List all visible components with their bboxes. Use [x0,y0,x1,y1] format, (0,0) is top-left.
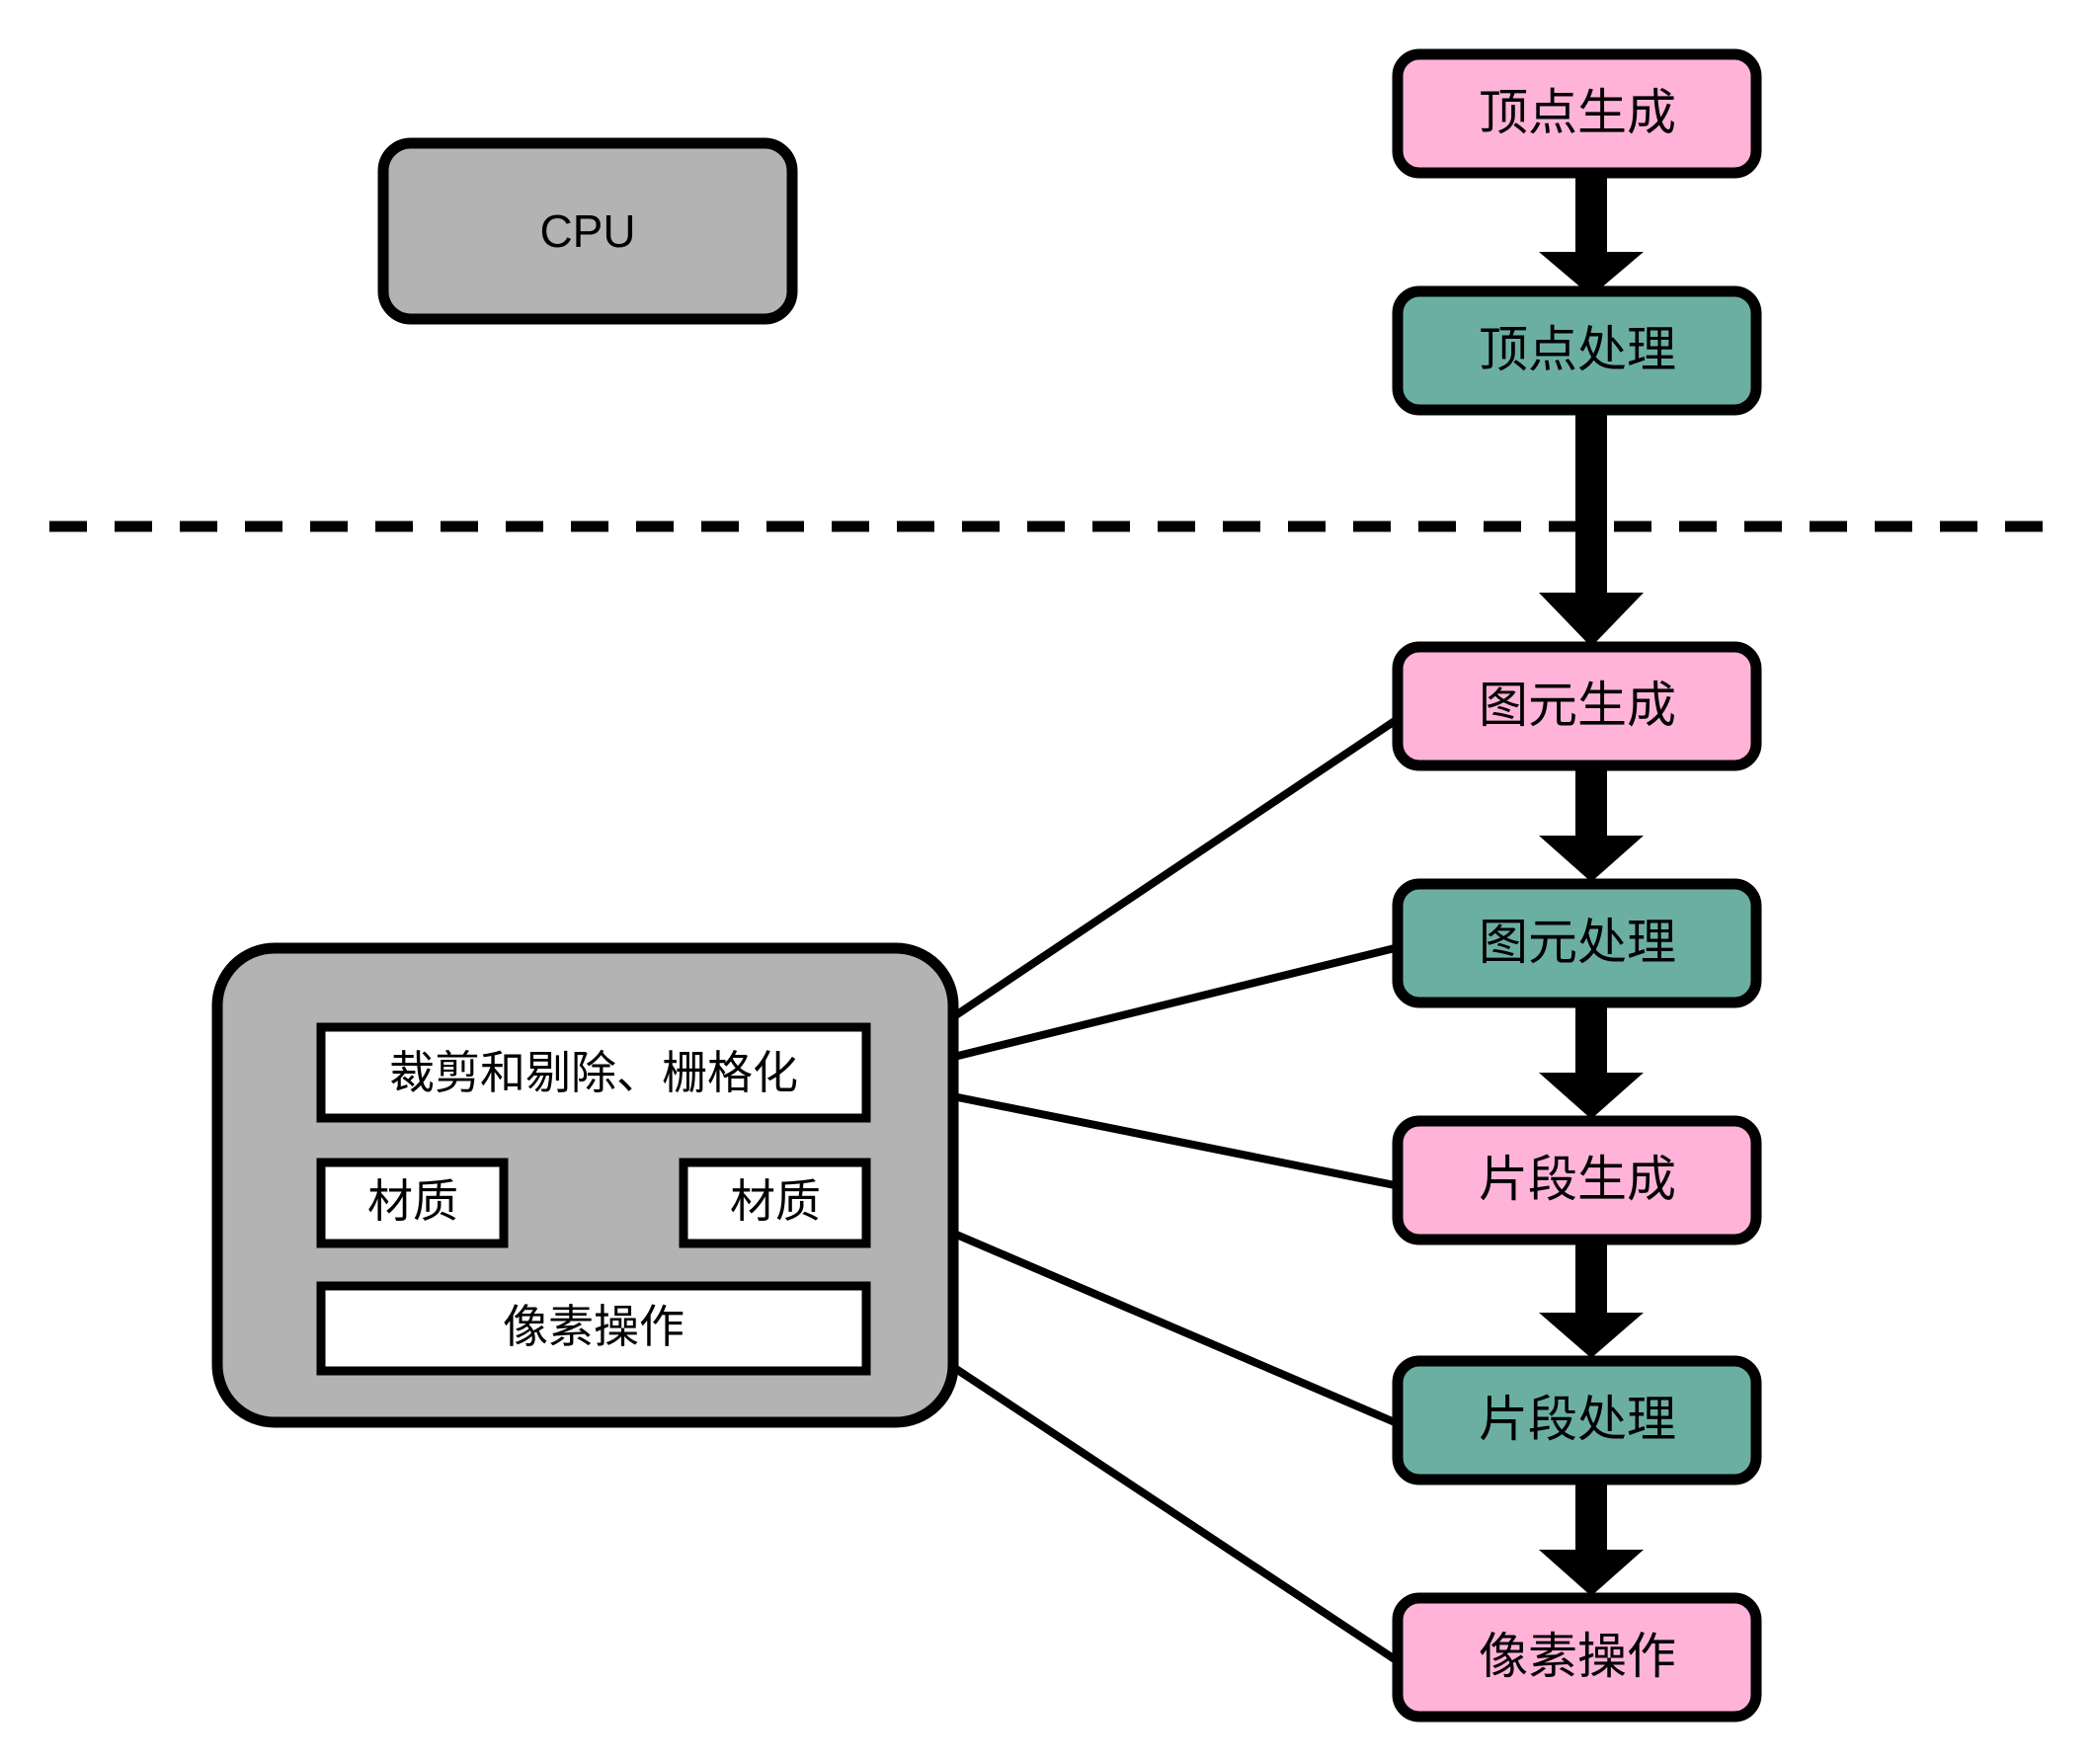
pipeline-stage-vertex-processing-box [1392,285,1762,416]
pipeline-stage-vertex-processing-label: 顶点处理 [1479,322,1676,377]
link-fragment-gen-to-raster [893,1081,1396,1189]
gpu-unit-rasterization-box [316,1022,871,1123]
gpu-unit-texture-right[interactable]: 材质 [679,1158,871,1248]
cpu-group-label: CPU [539,205,635,257]
pipeline-stage-fragment-processing-box [1392,1355,1762,1485]
gpu-unit-texture-left[interactable]: 材质 [316,1158,509,1248]
pipeline-stage-vertex-processing[interactable]: 顶点处理 [1392,285,1762,416]
pipeline-stage-fragment-processing-label: 片段处理 [1479,1392,1676,1447]
gpu-unit-texture-right-box [679,1158,871,1248]
cpu-group-box [377,137,798,325]
pipeline-stage-vertex-generation[interactable]: 顶点生成 [1392,48,1762,179]
link-pixel-op-to-pixel-op-unit [889,1323,1398,1663]
pipeline-stage-primitive-generation[interactable]: 图元生成 [1392,641,1762,771]
pipeline-stage-primitive-processing[interactable]: 图元处理 [1392,878,1762,1008]
pipeline-stage-vertex-generation-label: 顶点生成 [1479,85,1676,140]
pipeline-stage-pixel-operation-box [1392,1592,1762,1723]
pipeline-stage-fragment-processing[interactable]: 片段处理 [1392,1355,1762,1485]
pipeline-stage-vertex-generation-box [1392,48,1762,179]
link-primitive-proc-to-raster [893,944,1396,1076]
gpu-unit-texture-right-label: 材质 [730,1175,821,1227]
arrow-stage3-to-stage4 [1539,762,1644,882]
pipeline-stage-primitive-processing-box [1392,878,1762,1008]
gpu-unit-pixel-operation[interactable]: 像素操作 [316,1281,871,1376]
pipeline-stage-fragment-generation[interactable]: 片段生成 [1392,1115,1762,1245]
pipeline-stage-fragment-generation-label: 片段生成 [1479,1152,1676,1207]
pipeline-stage-pixel-operation-label: 像素操作 [1479,1629,1676,1684]
pipeline-stage-primitive-processing-label: 图元处理 [1479,915,1676,970]
gpu-group: 裁剪和剔除、栅格化 材质 材质 像素操作 [211,942,959,1428]
arrow-stage5-to-stage6 [1539,1240,1644,1358]
pipeline-stage-pixel-operation[interactable]: 像素操作 [1392,1592,1762,1723]
gpu-unit-pixel-operation-box [316,1281,871,1376]
arrow-stage6-to-stage7 [1539,1477,1644,1596]
gpu-unit-texture-left-label: 材质 [367,1175,458,1227]
gpu-unit-rasterization[interactable]: 裁剪和剔除、栅格化 [316,1022,871,1123]
arrow-stage4-to-stage5 [1539,1000,1644,1119]
link-primitive-gen-to-raster [891,717,1398,1061]
arrow-stage1-to-stage2 [1539,173,1644,296]
cpu-group: CPU [377,137,798,325]
link-fragment-proc-to-texture [890,1203,1397,1426]
gpu-unit-pixel-operation-label: 像素操作 [503,1301,684,1352]
gpu-unit-rasterization-label: 裁剪和剔除、栅格化 [389,1047,798,1098]
pipeline-stage-primitive-generation-box [1392,641,1762,771]
gpu-unit-texture-left-box [316,1158,509,1248]
pipeline-stage-fragment-generation-box [1392,1115,1762,1245]
pipeline-stage-primitive-generation-label: 图元生成 [1479,678,1676,733]
arrow-stage2-to-stage3 [1539,407,1644,647]
